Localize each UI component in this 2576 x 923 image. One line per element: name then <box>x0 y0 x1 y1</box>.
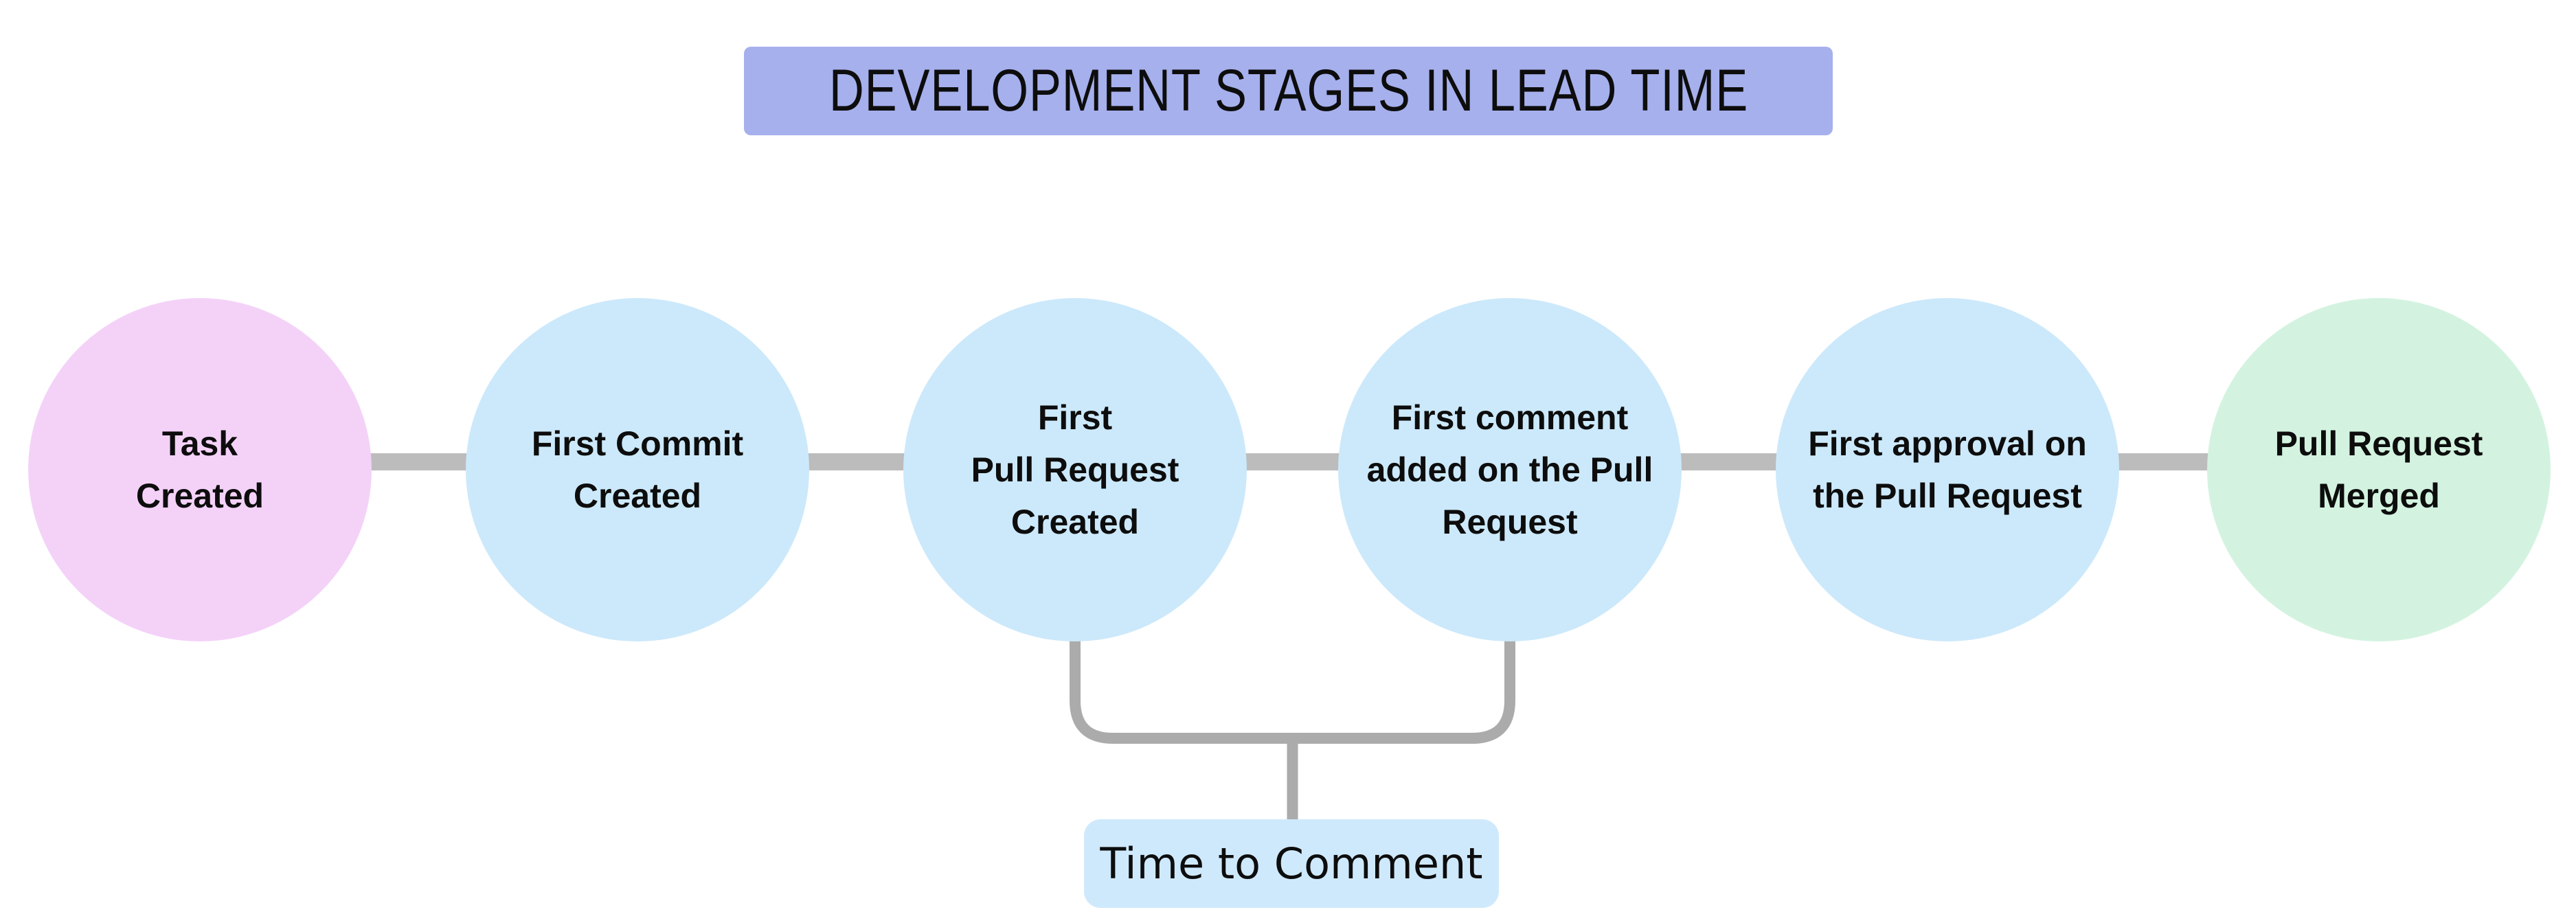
stage-circle-first-pull-request-created: First Pull Request Created <box>903 298 1247 641</box>
stage-label: First comment added on the Pull Request <box>1366 398 1653 541</box>
stage-label: First Commit Created <box>531 424 744 515</box>
diagram-title-text: DEVELOPMENT STAGES IN LEAD TIME <box>828 58 1748 124</box>
stage-circle-task-created: Task Created <box>28 298 372 641</box>
stage-label: Pull Request Merged <box>2274 424 2483 515</box>
bracket-path <box>1070 635 1515 821</box>
time-to-comment-label: Time to Comment <box>1084 819 1499 908</box>
stage-circle-first-approval: First approval on the Pull Request <box>1776 298 2119 641</box>
stage-circle-pull-request-merged: Pull Request Merged <box>2207 298 2551 641</box>
stage-label: Task Created <box>135 424 264 515</box>
stage-circle-first-comment-added: First comment added on the Pull Request <box>1338 298 1682 641</box>
time-to-comment-bracket <box>1070 635 1515 821</box>
stage-label: First approval on the Pull Request <box>1808 424 2087 515</box>
stage-label: First Pull Request Created <box>971 398 1179 541</box>
time-to-comment-text: Time to Comment <box>1100 839 1483 889</box>
stage-circle-first-commit-created: First Commit Created <box>466 298 809 641</box>
diagram-title-banner: DEVELOPMENT STAGES IN LEAD TIME <box>744 47 1833 135</box>
